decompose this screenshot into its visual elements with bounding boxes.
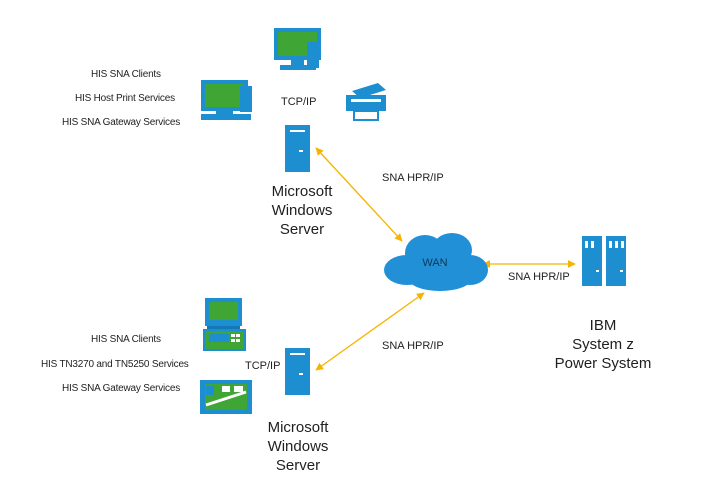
top-service-label: HIS SNA Gateway Services	[62, 117, 181, 128]
top-protocol-label: TCP/IP	[281, 96, 317, 108]
link-bottom-server-wan	[315, 292, 425, 371]
link-top-server-wan	[315, 147, 403, 242]
terminal-icon	[203, 298, 246, 351]
wan-label: WAN	[422, 257, 448, 269]
wan-cloud-icon	[384, 233, 488, 291]
mainframe-icon	[582, 236, 626, 286]
bottom-protocol-label: TCP/IP	[245, 360, 281, 372]
host-link-label: SNA HPR/IP	[508, 271, 570, 283]
bottom-service-label: HIS SNA Clients	[91, 334, 161, 345]
server-icon	[285, 348, 310, 395]
server-icon	[285, 125, 310, 172]
top-service-label: HIS SNA Clients	[91, 69, 161, 80]
gateway-board-icon	[200, 380, 252, 414]
top-service-label: HIS Host Print Services	[75, 93, 175, 104]
top-server-label: Microsoft Windows Server	[271, 183, 333, 238]
bottom-server-label: Microsoft Windows Server	[267, 419, 329, 474]
workstation-icon	[201, 80, 252, 120]
printer-icon	[346, 83, 386, 121]
desktop-computer-icon	[274, 28, 321, 70]
host-label: IBM System z Power System	[554, 317, 652, 372]
bottom-service-label: HIS TN3270 and TN5250 Services	[41, 359, 189, 370]
top-link-label: SNA HPR/IP	[382, 172, 444, 184]
bottom-service-label: HIS SNA Gateway Services	[62, 383, 181, 394]
bottom-link-label: SNA HPR/IP	[382, 340, 444, 352]
